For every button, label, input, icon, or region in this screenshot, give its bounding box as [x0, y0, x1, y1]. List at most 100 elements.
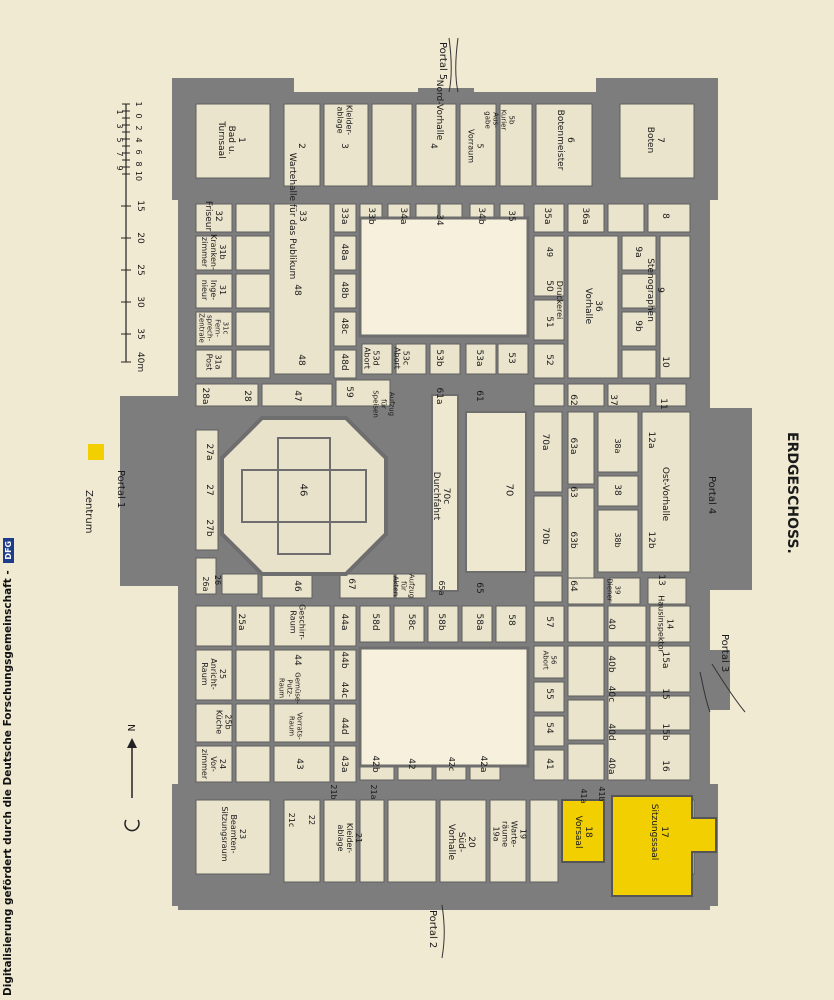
room-label-8: 8	[660, 213, 670, 219]
room-70-hall	[465, 411, 527, 573]
room-label-32: 32Friseur	[203, 201, 223, 232]
highlight-vorsaal	[561, 799, 605, 863]
room-label-70b: 70b	[540, 527, 550, 544]
room-label-11: 11	[658, 398, 668, 409]
room-label-27a: 27a	[204, 444, 214, 461]
portal-5-label: Portal 5	[437, 42, 448, 80]
north-arrow: N	[124, 724, 140, 832]
legend-label: Zentrum	[83, 490, 94, 533]
room-label-70a: 70a	[540, 434, 550, 451]
room-label-15b: 15b	[660, 723, 670, 740]
legend-swatch	[88, 444, 104, 460]
room-label-63b: 63b	[568, 531, 578, 548]
scale-top-tick: 4	[134, 137, 143, 142]
durchfahrt-passage	[431, 394, 459, 592]
room-label-48: 48	[296, 354, 306, 366]
plan-title: ERDGESCHOSS.	[784, 432, 800, 554]
room-label-28: 28	[242, 390, 252, 402]
scale-bottom-tick: 9	[115, 165, 124, 170]
room-label-48a: 48a	[339, 244, 349, 261]
room-label-58d: 58d	[370, 613, 380, 630]
room-label-5b: 5bKurierAus-gabe	[484, 110, 516, 131]
room-label-36a: 36a	[580, 208, 590, 225]
dfg-logo: DFG	[2, 537, 14, 563]
room-label-19: 19Warte-räume19a	[492, 821, 528, 848]
room-label-16: 16	[660, 760, 670, 772]
room-label-51: 51	[544, 316, 554, 327]
room-label-61: 61	[474, 390, 484, 401]
room-label-33a: 33a	[339, 208, 349, 225]
room-label-3: 3	[339, 143, 349, 149]
room-label-31b: 31bKranken-zimmer	[200, 234, 227, 270]
room-label-40d: 40d	[606, 723, 616, 740]
room-label-auf2: AufzugfürAkten	[392, 574, 416, 598]
room-label-9a: 9a	[633, 246, 643, 257]
room-label-64: 64	[568, 580, 578, 592]
scale-bottom-tick: 1	[115, 109, 124, 114]
room-label-31c: 31cFern-sprech-Zentrale	[198, 313, 230, 343]
room-label-33: 33Wartehalle für das Publikum	[287, 153, 307, 280]
room-label-65: 65	[474, 582, 484, 593]
room-label-53: 53	[506, 352, 516, 363]
room-label-6: 6Botenmeister	[555, 110, 575, 171]
room-label-17: 17Sitzungssaal	[649, 804, 669, 861]
room-label-vorrats: Vorrats-Raum	[288, 712, 304, 740]
room-label-21: 21Kleider-ablage	[336, 823, 363, 853]
room-label-21a: 21a	[369, 784, 378, 799]
courtyard-south	[358, 646, 530, 768]
scale-main-tick: 40m	[135, 352, 145, 372]
room-label-48b: 48b	[339, 281, 349, 298]
room-label-62: 62	[568, 394, 578, 405]
room-label-40a: 40a	[606, 758, 616, 775]
room-label-25b: 25bKüche	[215, 710, 233, 734]
room-label-41b: 41b	[597, 786, 606, 801]
room-label-63a: 63a	[568, 438, 578, 455]
room-label-53c: 53cAbort	[393, 347, 411, 369]
room-label-15: 15	[660, 688, 670, 699]
room-label-15a: 15a	[660, 652, 670, 669]
room-label-gemuse: Gemüse-Putz-Raum	[278, 672, 302, 704]
room-label-46: 46	[298, 484, 309, 497]
room-label-31: 31Inge-nieur	[200, 280, 227, 301]
scale-main-tick: 15	[135, 200, 145, 211]
portal-3-label: Portal 3	[719, 634, 730, 672]
room-label-58a: 58a	[474, 614, 484, 631]
room-label-52: 52	[544, 354, 554, 365]
footer-text: Digitalisierung gefördert durch die Deut…	[2, 570, 14, 996]
room-label-5: 5Vorraum	[467, 129, 485, 163]
digitization-note: Digitalisierung gefördert durch die Deut…	[2, 537, 14, 996]
central-hall	[220, 416, 388, 576]
room-label-42a: 42a	[478, 756, 488, 773]
room-label-38a: 38a	[613, 438, 622, 453]
highlight-sitzungssaal	[611, 795, 717, 897]
room-label-28a: 28a	[200, 388, 210, 405]
room-label-44d: 44d	[339, 717, 349, 734]
room-label-35a: 35a	[542, 208, 552, 225]
room-label-40: 40	[606, 618, 616, 630]
scale-top-tick: 0	[134, 113, 143, 118]
room-cells	[195, 103, 695, 883]
room-label-67: 67	[346, 578, 356, 589]
room-label-37: 37	[608, 394, 618, 405]
room-label-59: 59	[344, 386, 354, 398]
room-label-9b: 9b	[633, 320, 643, 332]
room-label-70: 70	[504, 484, 515, 497]
room-label-ost: Ost-Vorhalle	[660, 467, 670, 522]
room-label-nord: Nord-Vorhalle	[434, 80, 444, 141]
room-label-44b: 44b	[339, 651, 349, 668]
scale-main-tick: 25	[135, 264, 145, 275]
room-label-48-hall: 48	[292, 284, 302, 296]
scale-top-tick: 1	[134, 101, 143, 106]
room-label-druck: Druckerei	[555, 281, 564, 319]
room-label-58c: 58c	[406, 614, 416, 630]
room-label-39: 39Diener	[606, 578, 622, 601]
room-label-34a: 34a	[398, 208, 408, 225]
scale-bottom-tick: 5	[115, 137, 124, 142]
room-label-geschirr: Geschirr-Raum	[289, 604, 307, 640]
room-label-33b: 33b	[366, 207, 376, 224]
room-label-36: 36Vorhalle	[583, 288, 603, 325]
room-label-12b: 12b	[646, 531, 656, 548]
scale-top-tick: 2	[134, 125, 143, 130]
room-label-49: 49	[545, 247, 554, 257]
